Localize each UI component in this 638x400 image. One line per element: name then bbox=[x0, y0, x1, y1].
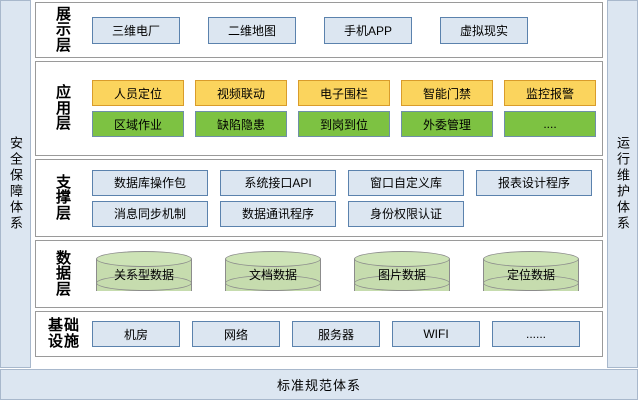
layer-label-presentation: 展 示 层 bbox=[55, 5, 72, 54]
node-box[interactable]: 身份权限认证 bbox=[348, 200, 464, 227]
node-box[interactable]: 虚拟现实 bbox=[440, 16, 528, 44]
node-box[interactable]: 网络 bbox=[192, 321, 280, 347]
layer-body-application: 人员定位视频联动电子围栏智能门禁监控报警区域作业缺陷隐患到岗到位外委管理.... bbox=[92, 80, 602, 137]
cylinder-label: 图片数据 bbox=[377, 267, 426, 282]
layer-row: 数据库操作包系统接口API 窗口自定义库报表设计程序 bbox=[92, 169, 596, 196]
node-box[interactable]: 窗口自定义库 bbox=[348, 169, 464, 196]
cylinder-top-ellipse bbox=[354, 251, 450, 267]
layer-row: 人员定位视频联动电子围栏智能门禁监控报警 bbox=[92, 80, 596, 106]
node-box[interactable]: 系统接口API bbox=[220, 169, 336, 196]
node-box[interactable]: 消息同步机制 bbox=[92, 200, 208, 227]
node-box[interactable]: 到岗到位 bbox=[298, 111, 390, 137]
database-cylinder[interactable]: 图片数据 bbox=[354, 251, 450, 297]
node-box[interactable]: 三维电厂 bbox=[92, 16, 180, 44]
database-cylinder[interactable]: 定位数据 bbox=[483, 251, 579, 297]
node-box[interactable]: 电子围栏 bbox=[298, 80, 390, 106]
right-sidebar-operations-system: 运行维护体系 bbox=[607, 0, 638, 368]
cylinder-top-ellipse bbox=[483, 251, 579, 267]
bottom-bar-standards-system: 标准规范体系 bbox=[0, 369, 638, 400]
node-box[interactable]: 缺陷隐患 bbox=[195, 111, 287, 137]
node-box[interactable]: 数据库操作包 bbox=[92, 169, 208, 196]
cylinder-bottom-ellipse bbox=[483, 275, 579, 291]
node-box[interactable]: 智能门禁 bbox=[401, 80, 493, 106]
cylinder-top-ellipse bbox=[225, 251, 321, 267]
layer-body-data: 关系型数据 文档数据 图片数据 定位数据 bbox=[92, 251, 602, 297]
cylinder-label: 定位数据 bbox=[506, 267, 555, 282]
node-box[interactable]: 数据通讯程序 bbox=[220, 200, 336, 227]
layer-body-support: 数据库操作包系统接口API 窗口自定义库报表设计程序消息同步机制数据通讯程序身份权… bbox=[92, 169, 602, 227]
cylinder-bottom-ellipse bbox=[96, 275, 192, 291]
node-box[interactable]: 服务器 bbox=[292, 321, 380, 347]
node-box[interactable]: 人员定位 bbox=[92, 80, 184, 106]
layer-row: 机房网络服务器 WIFI...... bbox=[92, 321, 596, 347]
layer-body-presentation: 三维电厂二维地图手机APP 虚拟现实 bbox=[92, 16, 602, 44]
layer-row: 消息同步机制数据通讯程序身份权限认证 bbox=[92, 200, 596, 227]
cylinder-bottom-ellipse bbox=[225, 275, 321, 291]
bottom-bar-label: 标准规范体系 bbox=[276, 378, 361, 393]
cylinder-label: 文档数据 bbox=[248, 267, 297, 282]
node-box[interactable]: 区域作业 bbox=[92, 111, 184, 137]
node-box[interactable]: 手机APP bbox=[324, 16, 412, 44]
node-box[interactable]: 报表设计程序 bbox=[476, 169, 592, 196]
layer-presentation: 展 示 层 三维电厂二维地图手机APP 虚拟现实 bbox=[35, 2, 603, 58]
node-box[interactable]: 视频联动 bbox=[195, 80, 287, 106]
layer-label-data: 数 据 层 bbox=[55, 249, 72, 298]
layer-label-application: 应 用 层 bbox=[55, 84, 72, 133]
layer-data: 数 据 层 关系型数据 文档数据 图片数据 定位数据 bbox=[35, 240, 603, 308]
layer-application: 应 用 层人员定位视频联动电子围栏智能门禁监控报警区域作业缺陷隐患到岗到位外委管… bbox=[35, 61, 603, 156]
node-box[interactable]: .... bbox=[504, 111, 596, 137]
database-cylinder[interactable]: 关系型数据 bbox=[96, 251, 192, 297]
layer-label-infrastructure: 基础 设施 bbox=[47, 317, 80, 350]
node-box[interactable]: 外委管理 bbox=[401, 111, 493, 137]
left-sidebar-security-system: 安全保障体系 bbox=[0, 0, 31, 368]
layer-stack: 展 示 层 三维电厂二维地图手机APP 虚拟现实应 用 层 人员定位视频联动电子围栏智… bbox=[31, 0, 607, 368]
database-cylinder[interactable]: 文档数据 bbox=[225, 251, 321, 297]
node-box[interactable]: WIFI bbox=[392, 321, 480, 347]
layer-row: 区域作业缺陷隐患到岗到位外委管理.... bbox=[92, 111, 596, 137]
layer-row: 三维电厂二维地图手机APP 虚拟现实 bbox=[92, 16, 596, 44]
layer-row: 关系型数据 文档数据 图片数据 定位数据 bbox=[92, 251, 596, 297]
cylinder-label: 关系型数据 bbox=[113, 267, 174, 282]
cylinder-top-ellipse bbox=[96, 251, 192, 267]
left-sidebar-label: 安全保障体系 bbox=[8, 136, 23, 232]
layer-infrastructure: 基础 设施机房网络服务器 WIFI...... bbox=[35, 311, 603, 357]
layer-label-support: 支 撑 层 bbox=[55, 173, 72, 222]
cylinder-bottom-ellipse bbox=[354, 275, 450, 291]
layer-body-infrastructure: 机房网络服务器 WIFI...... bbox=[92, 321, 602, 347]
node-box[interactable]: 二维地图 bbox=[208, 16, 296, 44]
right-sidebar-label: 运行维护体系 bbox=[615, 136, 630, 232]
layer-support: 支 撑 层 数据库操作包系统接口API 窗口自定义库报表设计程序消息同步机制数据通讯… bbox=[35, 159, 603, 237]
node-box[interactable]: ...... bbox=[492, 321, 580, 347]
node-box[interactable]: 监控报警 bbox=[504, 80, 596, 106]
node-box[interactable]: 机房 bbox=[92, 321, 180, 347]
